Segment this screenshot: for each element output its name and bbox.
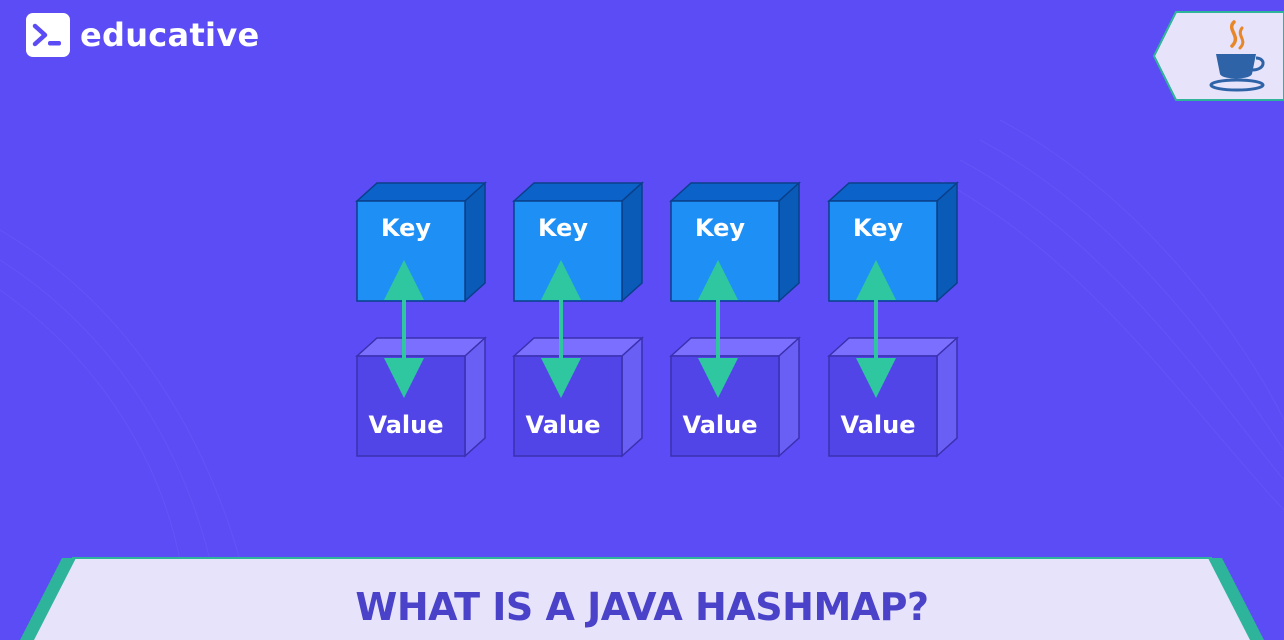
java-coffee-cup-icon <box>1209 20 1265 92</box>
page-title: WHAT IS A JAVA HASHMAP? <box>355 585 929 629</box>
key-value-pair-3 <box>669 181 801 458</box>
key-cube-1 <box>355 181 487 303</box>
key-cube-2 <box>512 181 644 303</box>
key-value-pair-4 <box>827 181 959 458</box>
java-badge <box>1152 11 1284 101</box>
key-label-4: Key <box>852 214 904 242</box>
brand-name: educative <box>80 16 260 54</box>
value-label-4: Value <box>840 411 916 439</box>
key-cube-3 <box>669 181 801 303</box>
value-label-2: Value <box>525 411 601 439</box>
key-label-2: Key <box>537 214 589 242</box>
key-value-pair-2 <box>512 181 644 458</box>
terminal-prompt-icon <box>26 13 70 57</box>
key-label-1: Key <box>380 214 432 242</box>
educative-logo[interactable]: educative <box>26 13 259 57</box>
key-cube-4 <box>827 181 959 303</box>
key-value-pair-1 <box>355 181 487 458</box>
value-label-1: Value <box>368 411 444 439</box>
key-label-3: Key <box>694 214 746 242</box>
title-banner <box>20 557 1264 640</box>
value-label-3: Value <box>682 411 758 439</box>
